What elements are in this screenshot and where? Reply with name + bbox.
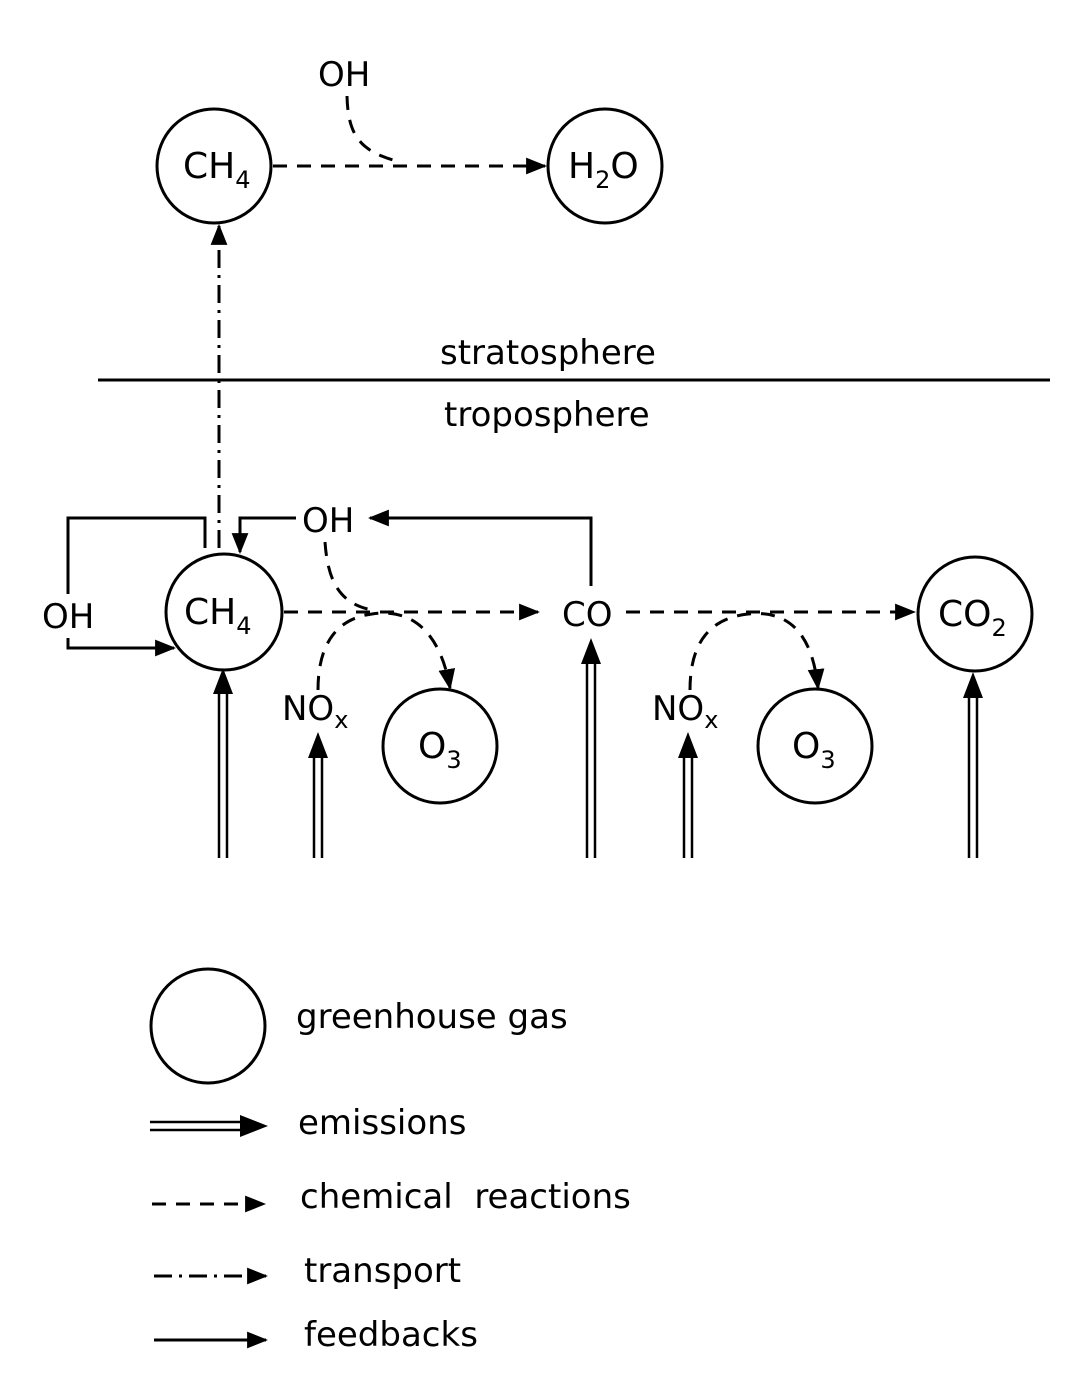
oh-to-ch4-feedback-arrow <box>231 516 296 555</box>
co-label: CO <box>562 595 613 635</box>
co2-circle <box>916 555 1034 673</box>
oh-stratosphere-label: OH <box>318 55 370 95</box>
emission-arrow-nox-left <box>308 732 328 858</box>
o3-left-label: O3 <box>418 726 462 774</box>
oh-left-feedback-loop-arrow <box>66 516 207 657</box>
legend-feedbacks-label: feedbacks <box>304 1315 478 1355</box>
nox-to-o3-left-reaction-arrow <box>316 611 456 691</box>
h2o-circle <box>546 107 664 225</box>
oh-left-label-bg <box>40 594 104 638</box>
legend-greenhouse-gas-label: greenhouse gas <box>296 997 568 1037</box>
oh-stratosphere-reaction-curve <box>345 95 401 164</box>
legend-transport-label: transport <box>304 1251 461 1291</box>
legend-chemical-reactions-label: chemical reactions <box>300 1177 631 1217</box>
ch4-troposphere-circle <box>164 552 284 672</box>
troposphere-label: troposphere <box>444 395 650 435</box>
o3-right-circle <box>756 687 874 805</box>
oh-troposphere-reaction-curve <box>323 541 373 612</box>
emission-arrow-nox-right <box>678 732 698 858</box>
ch4-stratosphere-circle <box>155 107 273 225</box>
o3-right-label: O3 <box>792 726 836 774</box>
legend: greenhouse gas emissions chemical reacti… <box>149 967 631 1355</box>
nox-right-label: NOx <box>652 689 718 734</box>
nox-to-o3-right-reaction-arrow <box>688 612 825 691</box>
ch4-stratosphere-label: CH4 <box>183 146 251 194</box>
oh-troposphere-label: OH <box>302 501 354 541</box>
stratosphere-label: stratosphere <box>440 333 656 373</box>
co2-label: CO2 <box>938 594 1007 642</box>
legend-emissions-symbol <box>150 1115 268 1137</box>
legend-greenhouse-gas-symbol <box>149 967 267 1085</box>
oh-left-label: OH <box>42 597 94 637</box>
emission-arrow-ch4 <box>213 668 233 858</box>
h2o-label: H2O <box>568 146 639 194</box>
co-to-oh-feedback-arrow <box>367 509 593 586</box>
ch4-troposphere-label: CH4 <box>184 592 252 640</box>
emission-arrow-co <box>581 638 601 858</box>
emission-arrow-co2 <box>963 672 983 858</box>
legend-emissions-label: emissions <box>298 1103 466 1143</box>
o3-left-circle <box>381 687 499 805</box>
nox-left-label: NOx <box>282 689 348 734</box>
